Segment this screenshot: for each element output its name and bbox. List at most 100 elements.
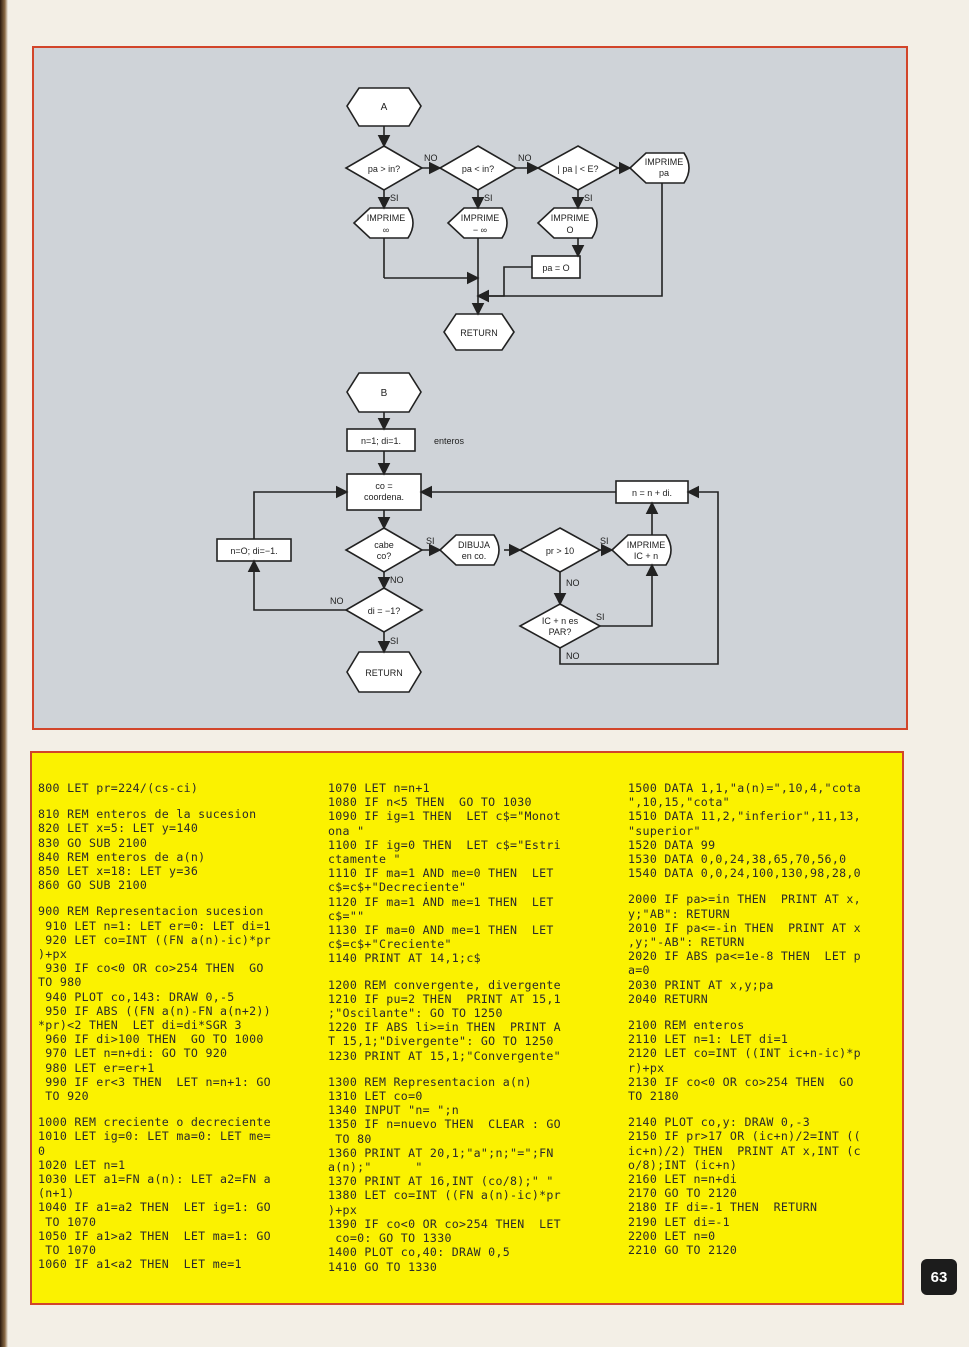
code-line: 950 IF ABS ((FN a(n)-FN a(n+2))	[38, 1003, 271, 1018]
code-line: 1210 IF pu=2 THEN PRINT AT 15,1	[328, 991, 561, 1006]
si-label: SI	[426, 536, 435, 546]
code-line: 1000 REM creciente o decreciente	[38, 1115, 271, 1130]
code-line: 990 IF er<3 THEN LET n=n+1: GO	[38, 1074, 271, 1089]
code-line: T 15,1;"Divergente": GO TO 1250	[328, 1034, 554, 1049]
code-line: 1020 LET n=1	[38, 1157, 126, 1172]
par-label-2: PAR?	[549, 627, 572, 637]
code-line: ,y;"-AB": RETURN	[628, 935, 745, 950]
code-line: 0	[38, 1143, 46, 1158]
si-label: SI	[584, 193, 593, 203]
code-line: co=0: GO TO 1330	[328, 1231, 452, 1246]
code-line: o/8);INT (ic+n)	[628, 1157, 738, 1172]
print-ic-n-display	[610, 534, 672, 566]
code-line: 2170 GO TO 2120	[628, 1186, 738, 1201]
cabe-label-1: cabe	[374, 540, 394, 550]
print-zero-label: IMPRIME	[551, 213, 590, 223]
code-line: c$=c$+"Decreciente"	[328, 880, 467, 895]
code-line: 960 IF di>100 THEN GO TO 1000	[38, 1032, 264, 1047]
print-ic-label-1: IMPRIME	[627, 540, 666, 550]
decision-pa-lt-in-label: pa < in?	[462, 164, 494, 174]
print-pa-label: IMPRIME	[645, 157, 684, 167]
code-line: 1100 IF ig=0 THEN LET c$="Estri	[328, 837, 561, 852]
code-line: 930 IF co<0 OR co>254 THEN GO	[38, 961, 264, 976]
code-line: 2180 IF di=-1 THEN RETURN	[628, 1200, 818, 1215]
code-line: TO 1070	[38, 1214, 97, 1229]
flowchart-figure: A pa > in? pa < in? | pa | < E? NO NO SI…	[32, 46, 908, 730]
code-column-1: 800 LET pr=224/(cs-ci)810 REM enteros de…	[38, 781, 271, 1272]
code-line: 850 LET x=18: LET y=36	[38, 864, 199, 879]
code-line: 2010 IF pa<=-in THEN PRINT AT x	[628, 920, 861, 935]
draw-label-2: en co.	[462, 551, 487, 561]
code-line: 1410 GO TO 1330	[328, 1259, 438, 1274]
code-line: )+px	[328, 1202, 358, 1217]
code-line: 1090 IF ig=1 THEN LET c$="Monot	[328, 809, 561, 824]
code-line: "superior"	[628, 823, 701, 838]
code-line: *pr)<2 THEN LET di=di*SGR 3	[38, 1018, 242, 1033]
print-inf-label: IMPRIME	[367, 213, 406, 223]
no-label: NO	[566, 578, 580, 588]
print-zero-display	[536, 207, 598, 239]
code-line: ona "	[328, 823, 365, 838]
code-line: TO 2180	[628, 1089, 679, 1104]
code-line: 1510 DATA 11,2,"inferior",11,13,	[628, 809, 861, 824]
code-line: ",10,15,"cota"	[628, 795, 730, 810]
code-line: 920 LET co=INT ((FN a(n)-ic)*pr	[38, 932, 271, 947]
return-a-terminal	[443, 313, 515, 351]
code-line: y;"AB": RETURN	[628, 906, 730, 921]
code-line: 1110 IF ma=1 AND me=0 THEN LET	[328, 866, 554, 881]
code-line: TO 920	[38, 1089, 89, 1104]
code-line: c$=c$+"Creciente"	[328, 937, 452, 952]
page-number: 63	[921, 1259, 957, 1295]
code-line: TO 80	[328, 1131, 372, 1146]
print-neg-inf-label: IMPRIME	[461, 213, 500, 223]
code-line: 2210 GO TO 2120	[628, 1243, 738, 1258]
return-b-terminal	[346, 651, 422, 693]
coord-label-2: coordena.	[364, 492, 404, 502]
code-line: 1360 PRINT AT 20,1;"a";n;"=";FN	[328, 1145, 554, 1160]
no-label: NO	[518, 153, 532, 163]
code-line: 980 LET er=er+1	[38, 1060, 155, 1075]
program-listing: 800 LET pr=224/(cs-ci)810 REM enteros de…	[30, 751, 904, 1305]
start-a-label: A	[381, 102, 388, 113]
code-line: 1530 DATA 0,0,24,38,65,70,56,0	[628, 852, 847, 867]
code-line: 1070 LET n=n+1	[328, 781, 430, 795]
code-line: 2110 LET n=1: LET di=1	[628, 1032, 789, 1047]
cabe-label-2: co?	[377, 551, 392, 561]
par-label-1: IC + n es	[542, 616, 579, 626]
return-b-label: RETURN	[365, 668, 403, 678]
si-label: SI	[390, 636, 399, 646]
code-line: TO 1070	[38, 1243, 97, 1258]
si-label: SI	[390, 193, 399, 203]
code-line: 970 LET n=n+di: GO TO 920	[38, 1046, 228, 1061]
start-a-terminal	[346, 87, 422, 127]
page-spine	[0, 0, 8, 1347]
code-line: ;"Oscilante": GO TO 1250	[328, 1006, 503, 1021]
code-line: 2030 PRINT AT x,y;pa	[628, 977, 774, 992]
code-line: 2190 LET di=-1	[628, 1214, 730, 1229]
code-line: 1130 IF ma=0 AND me=1 THEN LET	[328, 923, 554, 938]
print-zero-value: O	[566, 225, 573, 235]
print-inf-value: ∞	[383, 225, 389, 235]
code-line: 1010 LET ig=0: LET ma=0: LET me=	[38, 1129, 271, 1144]
no-label: NO	[330, 596, 344, 606]
code-line: 1050 IF a1>a2 THEN LET ma=1: GO	[38, 1228, 271, 1243]
reset-label: n=O; di=−1.	[230, 546, 277, 556]
code-line: 2140 PLOT co,y: DRAW 0,-3	[628, 1115, 811, 1130]
pr-label: pr > 10	[546, 546, 574, 556]
print-neg-inf-value: − ∞	[473, 225, 487, 235]
print-pa-display	[628, 152, 690, 184]
code-line: (n+1)	[38, 1186, 75, 1201]
decision-abs-pa-label: | pa | < E?	[558, 164, 599, 174]
code-line: )+px	[38, 947, 68, 962]
di-question-label: di = −1?	[368, 606, 401, 616]
code-line: 1520 DATA 99	[628, 837, 716, 852]
code-line: 2150 IF pr>17 OR (ic+n)/2=INT ((	[628, 1129, 861, 1144]
increment-label: n = n + di.	[632, 488, 672, 498]
init-note: enteros	[434, 436, 465, 446]
decision-pa-gt-in-label: pa > in?	[368, 164, 400, 174]
decision-cabe-co	[344, 527, 424, 573]
start-b-label: B	[381, 388, 388, 399]
si-label: SI	[484, 193, 493, 203]
code-line: 1060 IF a1<a2 THEN LET me=1	[38, 1257, 242, 1272]
code-column-3: 1500 DATA 1,1,"a(n)=",10,4,"cota",10,15,…	[628, 781, 861, 1257]
